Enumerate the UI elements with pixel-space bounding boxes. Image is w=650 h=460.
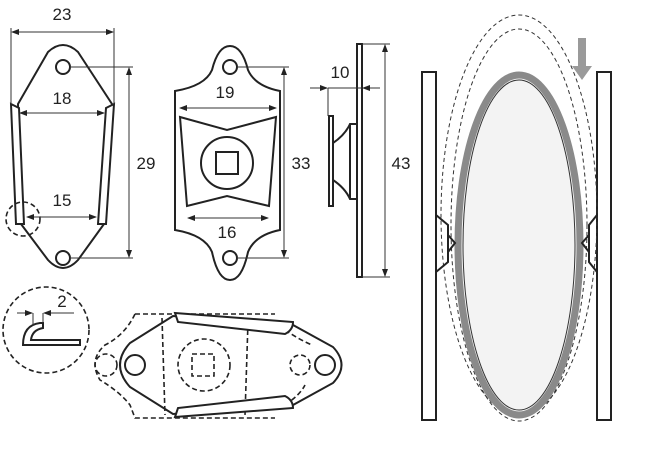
dim-43: 43	[392, 154, 411, 173]
dim-33: 33	[292, 154, 311, 173]
side-view: 10 43	[310, 43, 411, 278]
dim-10: 10	[331, 63, 350, 82]
flange-detail: 2	[2, 286, 90, 374]
down-arrow-icon	[572, 38, 592, 80]
assembly-view	[94, 311, 343, 419]
dim-23: 23	[53, 5, 72, 24]
dim-29: 29	[137, 154, 156, 173]
dim-19: 19	[216, 83, 235, 102]
plate-b: 19 16 33	[174, 44, 311, 282]
plate-a: 23 18 29 15	[5, 5, 156, 269]
oval-mirror-installation	[421, 14, 612, 422]
left-wall-panel	[421, 71, 437, 421]
right-wall-panel	[596, 71, 612, 421]
dim-16: 16	[218, 223, 237, 242]
dim-18: 18	[53, 89, 72, 108]
dim-15: 15	[53, 191, 72, 210]
dim-2: 2	[57, 292, 66, 311]
mirror-ellipse	[454, 71, 584, 419]
